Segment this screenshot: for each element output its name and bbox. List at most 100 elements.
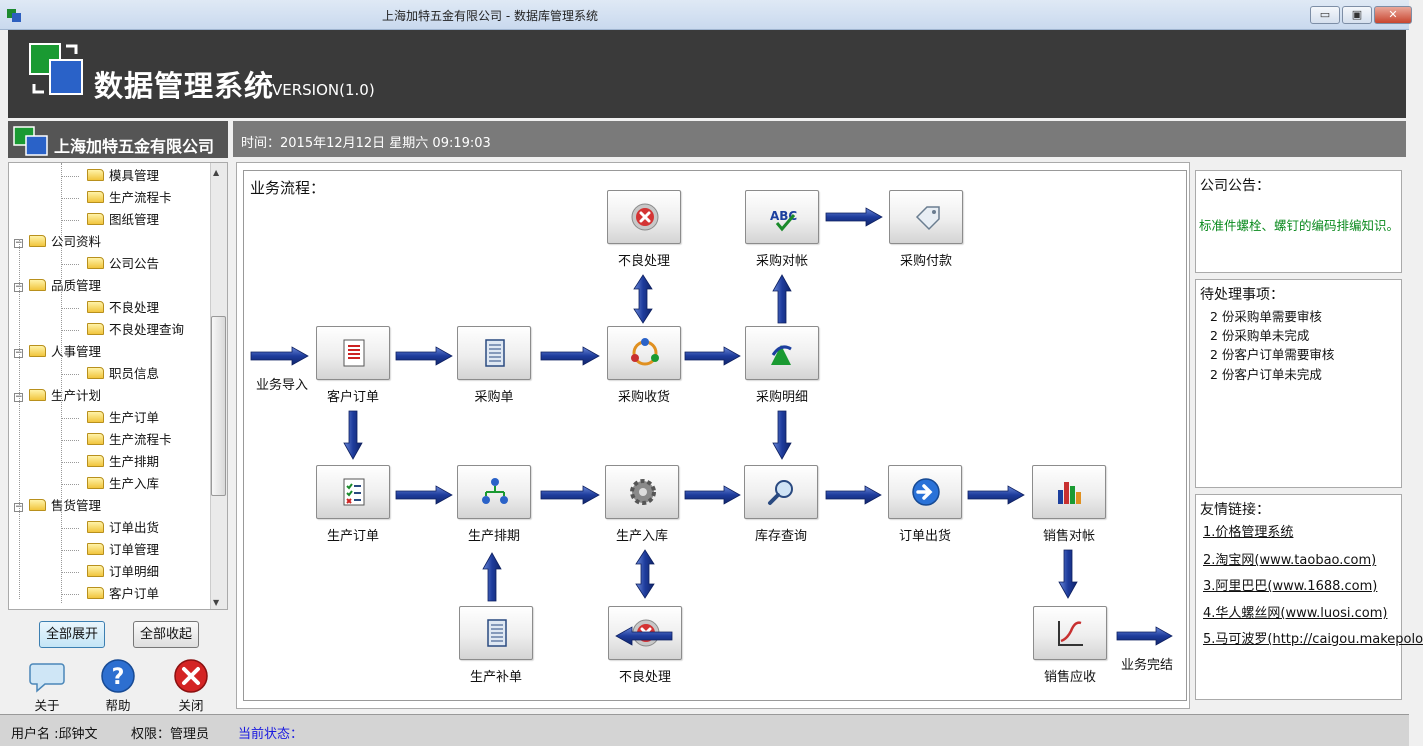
bad-handling-top-label: 不良处理: [617, 254, 670, 269]
collapse-icon[interactable]: −: [14, 282, 23, 292]
todo-panel: 待处理事项： 2 份采购单需要审核 2 份采购单未完成 2 份客户订单需要审核 …: [1195, 279, 1402, 488]
folder-icon: [87, 587, 104, 599]
link-taobao[interactable]: 2.淘宝网(www.taobao.com): [1203, 553, 1377, 568]
collapse-icon[interactable]: −: [14, 348, 23, 358]
tree-item[interactable]: 生产订单: [87, 407, 159, 429]
tree-group[interactable]: −人事管理: [14, 341, 101, 363]
tree-item[interactable]: 公司公告: [87, 253, 159, 275]
production-supplement-node[interactable]: [459, 606, 533, 660]
tree-item[interactable]: 不良处理查询: [87, 319, 184, 341]
folder-icon: [87, 543, 104, 555]
collapse-icon[interactable]: −: [14, 392, 23, 402]
link-price-system[interactable]: 1.价格管理系统: [1203, 525, 1294, 540]
tree-group[interactable]: −生产计划: [14, 385, 101, 407]
expand-all-button[interactable]: 全部展开: [39, 621, 105, 648]
tree-scrollbar-thumb[interactable]: [211, 316, 226, 496]
customer-order-node[interactable]: [316, 326, 390, 380]
tree-item[interactable]: 订单出货: [87, 517, 159, 539]
purchase-detail-node[interactable]: [745, 326, 819, 380]
tree-group[interactable]: −售货管理: [14, 495, 101, 517]
window-title-bar[interactable]: 上海加特五金有限公司 - 数据库管理系统 ▭ ▣ ✕: [0, 0, 1412, 30]
production-supplement-label: 生产补单: [469, 670, 522, 685]
production-order-node[interactable]: [316, 465, 390, 519]
purchase-payment-node[interactable]: [889, 190, 963, 244]
folder-icon: [29, 499, 46, 511]
purchase-order-node[interactable]: [457, 326, 531, 380]
magnifier-icon: [768, 480, 793, 505]
tree-item[interactable]: 生产排期: [87, 451, 159, 473]
flow-arrow-icon: [615, 626, 673, 646]
tree-item[interactable]: 模具管理: [87, 165, 159, 187]
tree-label: 模具管理: [109, 168, 160, 183]
window-title: 上海加特五金有限公司 - 数据库管理系统: [382, 9, 598, 23]
notice-text[interactable]: 标准件螺栓、螺钉的编码排编知识。: [1199, 218, 1400, 233]
tree-item[interactable]: 生产流程卡: [87, 429, 172, 451]
todo-item[interactable]: 2 份客户订单需要审核: [1210, 347, 1335, 362]
folder-icon: [29, 345, 46, 357]
inventory-query-node[interactable]: [744, 465, 818, 519]
tree-item[interactable]: 图纸管理: [87, 209, 159, 231]
bad-handling-bottom-label: 不良处理: [618, 670, 671, 685]
sales-receivable-node[interactable]: [1033, 606, 1107, 660]
scroll-down-icon[interactable]: ▼: [213, 598, 220, 607]
collapse-icon[interactable]: −: [14, 502, 23, 512]
purchase-reconcile-node[interactable]: ABC: [745, 190, 819, 244]
tree-item[interactable]: 订单明细: [87, 561, 159, 583]
order-shipment-node[interactable]: [888, 465, 962, 519]
checklist-icon: [343, 478, 365, 506]
list-icon: [343, 339, 365, 367]
todo-item[interactable]: 2 份采购单未完成: [1210, 328, 1310, 343]
tree-item[interactable]: 生产流程卡: [87, 187, 172, 209]
flow-start-label: 业务导入: [255, 378, 308, 393]
sales-reconcile-node[interactable]: [1032, 465, 1106, 519]
tree-item[interactable]: 职员信息: [87, 363, 159, 385]
about-icon[interactable]: [29, 658, 65, 694]
tree-item[interactable]: 不良处理: [87, 297, 159, 319]
tree-label: 职员信息: [109, 366, 160, 381]
folder-icon: [87, 169, 104, 181]
tree-label: 不良处理查询: [109, 322, 185, 337]
flow-arrow-icon: [1058, 549, 1078, 599]
tree-label: 不良处理: [109, 300, 160, 315]
nav-tree[interactable]: 模具管理生产流程卡图纸管理−公司资料公司公告−品质管理不良处理不良处理查询−人事…: [8, 162, 228, 610]
link-makepolo[interactable]: 5.马可波罗(http://caigou.makepolo: [1203, 632, 1423, 647]
collapse-icon[interactable]: −: [14, 238, 23, 248]
tree-group[interactable]: −公司资料: [14, 231, 101, 253]
spellcheck-icon: ABC: [770, 209, 797, 232]
flow-arrow-icon: [967, 485, 1025, 505]
document-icon: [485, 339, 505, 367]
production-storage-node[interactable]: [605, 465, 679, 519]
link-luosi[interactable]: 4.华人螺丝网(www.luosi.com): [1203, 606, 1388, 621]
chart-up-icon: [771, 345, 792, 365]
todo-item[interactable]: 2 份采购单需要审核: [1210, 309, 1322, 324]
flow-arrow-icon: [1116, 626, 1173, 646]
maximize-button[interactable]: ▣: [1342, 6, 1372, 24]
minimize-button[interactable]: ▭: [1310, 6, 1340, 24]
flow-arrow-icon: [395, 346, 453, 366]
document-icon: [487, 619, 507, 647]
production-schedule-node[interactable]: [457, 465, 531, 519]
company-name: 上海加特五金有限公司: [54, 137, 215, 156]
tree-label: 公司公告: [109, 256, 160, 271]
notice-title: 公司公告：: [1200, 178, 1270, 194]
svg-text:?: ?: [112, 665, 125, 690]
close-window-button[interactable]: ✕: [1374, 6, 1412, 24]
close-icon[interactable]: [173, 658, 209, 694]
gear-icon: [630, 479, 656, 505]
flow-arrow-icon: [635, 549, 655, 599]
collapse-all-button[interactable]: 全部收起: [133, 621, 199, 648]
company-logo-icon: [13, 126, 48, 156]
scroll-up-icon[interactable]: ▲: [213, 168, 220, 177]
tree-item[interactable]: 订单管理: [87, 539, 159, 561]
inventory-query-label: 库存查询: [754, 529, 807, 544]
purchase-receive-node[interactable]: [607, 326, 681, 380]
folder-icon: [87, 521, 104, 533]
cycle-icon: [631, 338, 659, 366]
link-1688[interactable]: 3.阿里巴巴(www.1688.com): [1203, 579, 1378, 594]
bad-handling-top-node[interactable]: [607, 190, 681, 244]
todo-item[interactable]: 2 份客户订单未完成: [1210, 367, 1322, 382]
tree-group[interactable]: −品质管理: [14, 275, 101, 297]
help-icon[interactable]: ?: [100, 658, 136, 694]
tree-item[interactable]: 生产入库: [87, 473, 159, 495]
tree-item[interactable]: 客户订单: [87, 583, 159, 605]
